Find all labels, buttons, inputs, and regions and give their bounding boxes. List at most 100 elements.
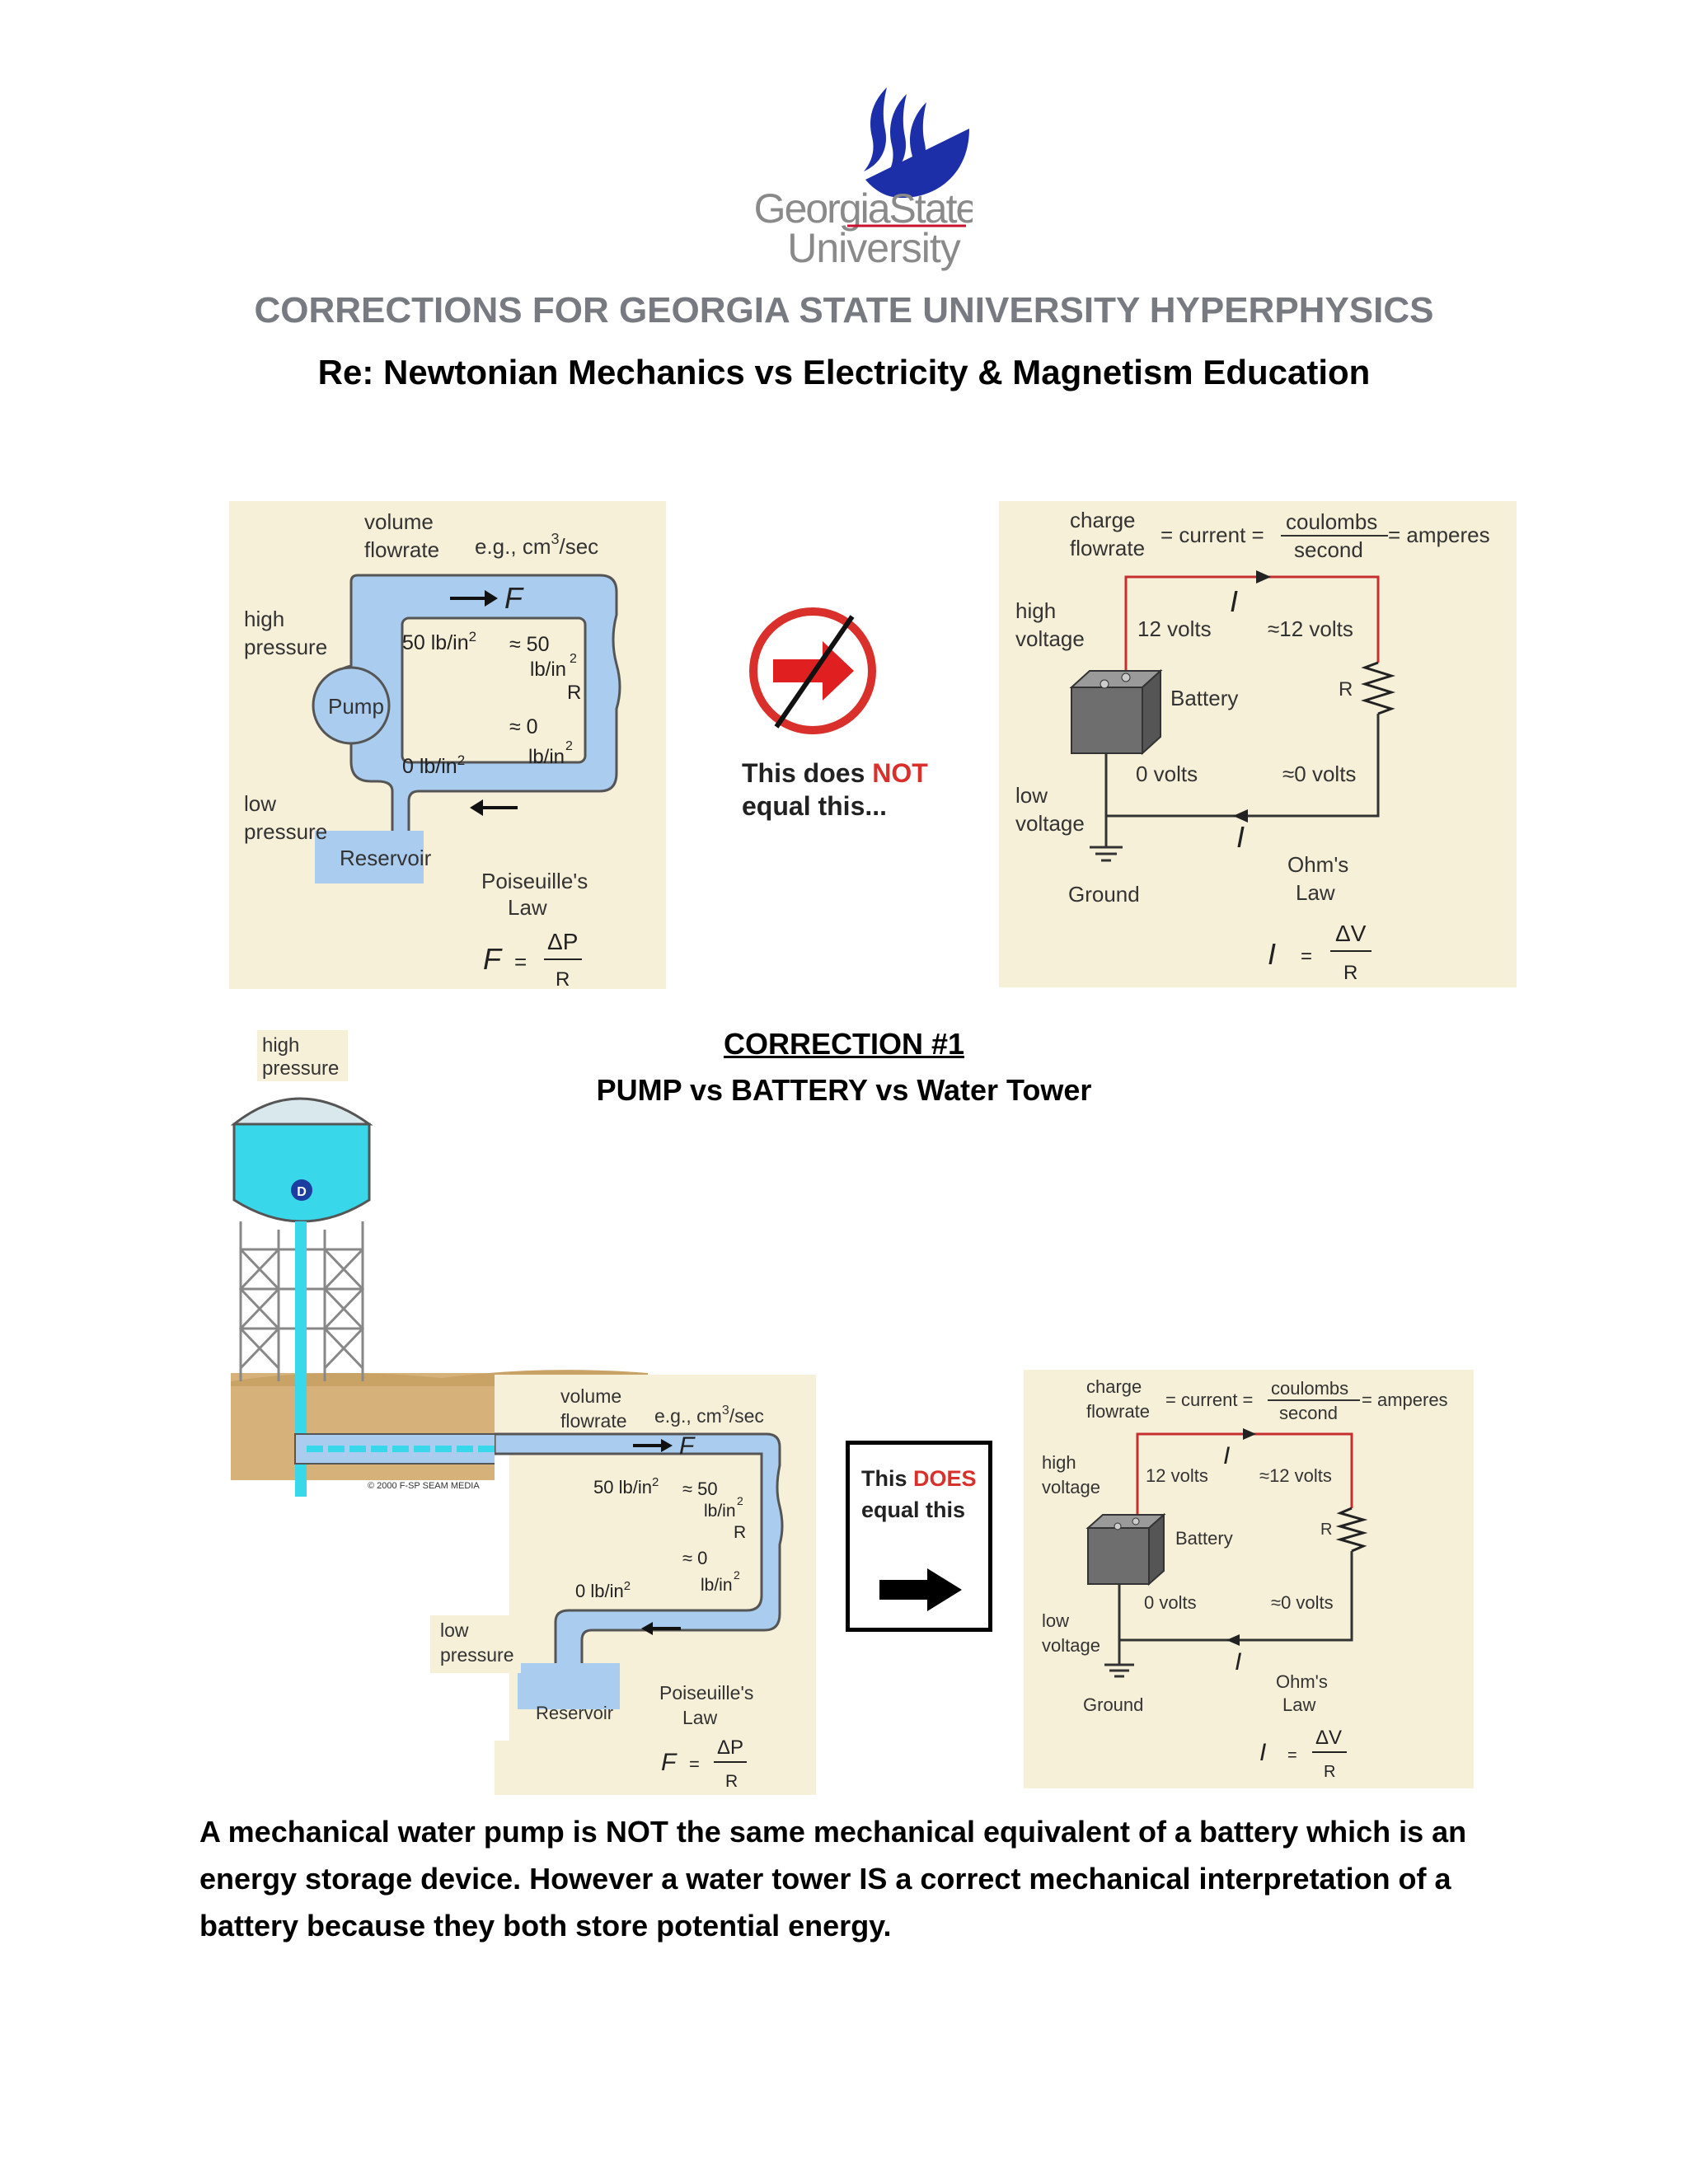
correction-subtitle: PUMP vs BATTERY vs Water Tower <box>596 1073 1092 1107</box>
label-F: F <box>504 581 524 615</box>
gsu-logo: GeorgiaState University <box>754 87 973 271</box>
logo-text-line2: University <box>787 225 960 271</box>
formula-lhs-2: F <box>661 1749 678 1776</box>
label-units-tail: /sec <box>560 534 599 559</box>
label-ohms: Ohm's <box>1287 852 1348 877</box>
battery-icon <box>1085 1512 1166 1586</box>
formula-num: ΔV <box>1335 921 1367 946</box>
water-pump-diagram-2: volume flowrate e.g., cm3/sec F 50 lb/in… <box>495 1375 816 1795</box>
sup-2b: 2 <box>570 652 577 666</box>
label-flowrate: flowrate <box>364 537 439 562</box>
label-eq-current: = current = <box>1160 523 1264 547</box>
correction-title: CORRECTION #1 <box>723 1027 965 1061</box>
label-high: high <box>1015 598 1056 623</box>
label-R: R <box>567 682 581 704</box>
label-tower-pressure: pressure <box>262 1057 339 1080</box>
label-p50: 50 lb/in <box>402 631 469 654</box>
svg-text:50 lb/in2: 50 lb/in2 <box>402 629 476 654</box>
label-poiseuille: Poiseuille's <box>481 869 588 893</box>
label-low-voltage: voltage <box>1015 811 1085 836</box>
label-R: R <box>1339 678 1353 701</box>
label-R-c2: R <box>1320 1521 1332 1539</box>
logo-text-line1: GeorgiaState <box>754 185 973 232</box>
label-low: low <box>244 791 276 816</box>
label-F-2: F <box>679 1432 696 1460</box>
sup-2f: 2 <box>737 1494 743 1507</box>
label-low: low <box>1015 783 1048 808</box>
tower-badge: D <box>291 1179 312 1201</box>
label-battery-2: Battery <box>1175 1528 1233 1549</box>
label-units-2: e.g., cm <box>654 1405 722 1427</box>
label-I-top-2: I <box>1223 1442 1230 1469</box>
label-ground-2: Ground <box>1083 1694 1143 1715</box>
label-ground: Ground <box>1068 882 1140 907</box>
does-equal-line2: equal this <box>861 1497 966 1522</box>
label-approx0-2: ≈ 0 <box>682 1548 707 1568</box>
not-equal-line2: equal this... <box>742 791 888 821</box>
label-volume: volume <box>364 509 434 534</box>
sup-2a: 2 <box>469 629 476 644</box>
label-R-2: R <box>734 1523 746 1542</box>
label-low-2: low <box>440 1619 469 1641</box>
label-low-pressure: pressure <box>244 819 327 844</box>
label-approx0: ≈0 volts <box>1282 762 1356 786</box>
svg-text:e.g., cm3/sec: e.g., cm3/sec <box>475 531 598 559</box>
does-equal-box: This DOES equal this <box>846 1441 992 1632</box>
label-12v-2: 12 volts <box>1146 1465 1208 1486</box>
label-pump: Pump <box>328 694 384 719</box>
formula-den: R <box>1343 962 1357 984</box>
formula-num-2: ΔP <box>717 1736 743 1759</box>
label-charge-2: charge <box>1086 1376 1142 1397</box>
arrow-left-icon <box>641 1622 681 1635</box>
label-units-sup-2: 3 <box>722 1404 729 1418</box>
label-low-voltage-2: voltage <box>1042 1635 1100 1656</box>
sup-2h: 2 <box>624 1579 631 1593</box>
svg-text:0 lb/in2: 0 lb/in2 <box>402 752 465 778</box>
formula-eq-c2: = <box>1287 1746 1297 1765</box>
flame-icon <box>864 87 969 198</box>
label-coulombs-2: coulombs <box>1271 1378 1348 1399</box>
sup-2d: 2 <box>457 752 465 768</box>
svg-text:50 lb/in2: 50 lb/in2 <box>593 1475 659 1497</box>
label-poiseuille-2: Poiseuille's <box>659 1682 753 1704</box>
arrow-right-icon <box>633 1439 673 1452</box>
body-paragraph: A mechanical water pump is NOT the same … <box>199 1815 1467 1943</box>
not-equal-icon <box>749 607 876 734</box>
does-equal-red: DOES <box>913 1466 977 1491</box>
label-I-bottom-2: I <box>1235 1648 1241 1675</box>
label-high: high <box>244 607 284 631</box>
svg-text:e.g., cm3/sec: e.g., cm3/sec <box>654 1404 764 1427</box>
label-low-c2: low <box>1042 1610 1069 1631</box>
water-pump-diagram: volume flowrate e.g., cm3/sec F high pre… <box>229 501 666 989</box>
label-charge: charge <box>1070 508 1136 532</box>
label-ohms-2: Ohm's <box>1276 1671 1328 1692</box>
label-tower-high: high <box>262 1034 299 1057</box>
label-reservoir-2: Reservoir <box>536 1703 613 1723</box>
label-flowrate-2: flowrate <box>560 1410 627 1432</box>
label-low-pressure-2: pressure <box>440 1644 513 1666</box>
page-subtitle: Re: Newtonian Mechanics vs Electricity &… <box>317 353 1371 391</box>
label-eq-current-2: = current = <box>1165 1390 1253 1410</box>
ground-icon <box>1104 1663 1134 1678</box>
formula-lhs-c2: I <box>1259 1739 1266 1766</box>
label-second: second <box>1294 537 1363 562</box>
arrow-right-icon <box>879 1568 962 1611</box>
does-equal-line1: This <box>861 1466 914 1491</box>
not-equal-red: NOT <box>872 758 928 788</box>
formula-den-2: R <box>725 1772 738 1791</box>
page-title: CORRECTIONS FOR GEORGIA STATE UNIVERSITY… <box>254 290 1434 330</box>
label-0v: 0 volts <box>1136 762 1198 786</box>
label-lbin-b: lb/in <box>528 746 565 768</box>
formula-den: R <box>556 968 570 989</box>
battery-icon <box>1069 668 1163 756</box>
formula-eq-2: = <box>689 1754 700 1774</box>
tower-legs <box>238 1221 365 1381</box>
arrow-left-icon <box>470 799 518 816</box>
label-law-2: Law <box>682 1707 718 1728</box>
label-law: Law <box>1296 880 1335 905</box>
label-coulombs: coulombs <box>1286 509 1377 534</box>
label-second-2: second <box>1279 1403 1338 1423</box>
label-lbin-c: lb/in <box>704 1502 736 1521</box>
label-battery: Battery <box>1170 686 1238 710</box>
battery-circuit-diagram-2: charge flowrate = current = coulombs sec… <box>1024 1370 1474 1788</box>
